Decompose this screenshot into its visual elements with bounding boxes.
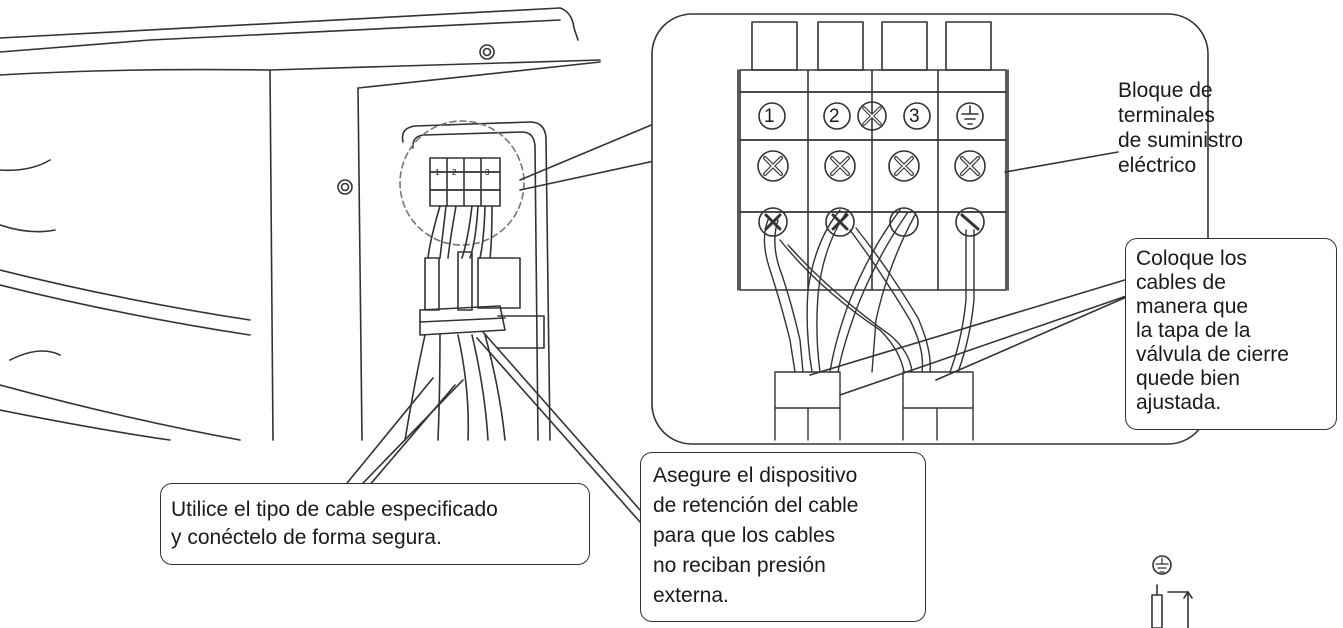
terminal-screw-icon bbox=[954, 150, 986, 182]
body-screw-icon bbox=[337, 179, 353, 195]
ground-symbol-icon bbox=[956, 102, 984, 130]
cable-type-callout: Utilice el tipo de cable especificado y … bbox=[160, 483, 590, 565]
ground-detail-symbol-icon bbox=[1152, 555, 1172, 575]
retention-callout: Asegure el dispositivo de retención del … bbox=[640, 452, 926, 622]
small-terminal-block bbox=[399, 120, 545, 441]
zoom-callout bbox=[519, 13, 1209, 445]
small-terminal-number-3: 3 bbox=[485, 168, 490, 177]
ground-detail bbox=[1151, 555, 1193, 628]
terminal-block-label: Bloque de terminales de suministro eléct… bbox=[1118, 79, 1243, 177]
small-terminal-number-1: 1 bbox=[435, 168, 440, 177]
terminal-number-3: 3 bbox=[909, 106, 920, 127]
zoom-wires bbox=[763, 209, 975, 441]
terminal-number-1: 1 bbox=[764, 106, 775, 127]
cable-type-label: Utilice el tipo de cable especificado y … bbox=[171, 498, 498, 549]
leader-lines bbox=[324, 151, 1139, 523]
center-screw-icon bbox=[857, 101, 887, 131]
small-terminal-number-2: 2 bbox=[452, 168, 457, 177]
place-cables-label: Coloque los cables de manera que la tapa… bbox=[1136, 247, 1289, 414]
terminal-screw-icon bbox=[824, 150, 856, 182]
terminal-number-2: 2 bbox=[829, 106, 840, 127]
body-screw-icon bbox=[479, 44, 495, 60]
place-cables-callout: Coloque los cables de manera que la tapa… bbox=[1125, 238, 1337, 430]
retention-label: Asegure el dispositivo de retención del … bbox=[653, 464, 859, 607]
outdoor-unit-body bbox=[0, 7, 601, 441]
terminal-screw-icon bbox=[757, 150, 789, 182]
terminal-screw-icon bbox=[888, 150, 920, 182]
big-terminal-block bbox=[737, 21, 1009, 291]
